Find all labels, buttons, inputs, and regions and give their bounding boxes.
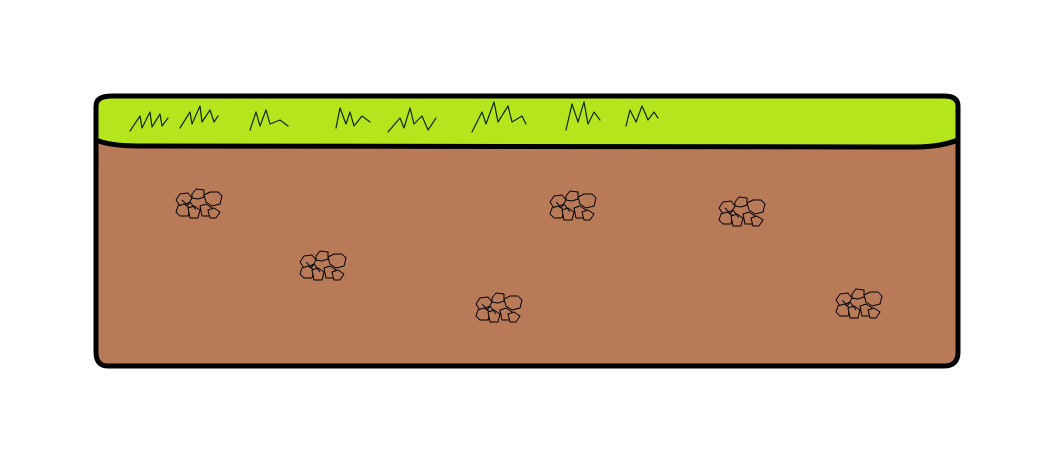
stone — [491, 292, 505, 304]
grass-tuft — [179, 105, 219, 129]
stone-crack — [305, 261, 321, 273]
grass-tuft — [625, 105, 659, 127]
stone-clusters — [175, 188, 883, 323]
stone — [327, 253, 347, 269]
stone — [549, 205, 565, 219]
grass-tuft — [565, 101, 601, 131]
stone — [191, 188, 205, 200]
stone — [851, 288, 865, 300]
stone-crack — [724, 207, 740, 219]
stone-crack — [841, 299, 857, 311]
grass-tuft — [471, 101, 527, 133]
stone — [746, 199, 766, 215]
grass-tuft — [387, 107, 437, 133]
stone-cluster — [718, 196, 766, 227]
stone-cluster — [299, 250, 347, 281]
stone — [750, 215, 764, 227]
stone — [867, 307, 881, 319]
grass-layer — [93, 93, 961, 150]
stone-cluster — [549, 190, 597, 221]
stone-crack — [481, 303, 497, 315]
stone — [863, 291, 883, 307]
stone — [203, 191, 223, 207]
stone — [835, 303, 851, 317]
stone — [577, 193, 597, 209]
stone-crack — [181, 199, 197, 211]
stone — [581, 209, 595, 221]
stone — [175, 203, 191, 217]
grass-tufts — [129, 101, 659, 133]
grass-tuft — [335, 107, 371, 129]
grass-tuft — [129, 111, 169, 132]
dirt-layer — [93, 137, 961, 369]
stone — [565, 190, 579, 202]
stone — [734, 196, 748, 208]
stone — [718, 211, 734, 225]
stone-cluster — [835, 288, 883, 319]
stone-cluster — [175, 188, 223, 219]
stone — [475, 307, 491, 321]
stone — [207, 207, 221, 219]
stone — [331, 269, 345, 281]
stone-cluster — [475, 292, 523, 323]
stone — [507, 311, 521, 323]
stone — [315, 250, 329, 262]
stone-crack — [555, 201, 571, 213]
stone — [503, 295, 523, 311]
grass-tuft — [249, 109, 289, 131]
stone — [299, 265, 315, 279]
